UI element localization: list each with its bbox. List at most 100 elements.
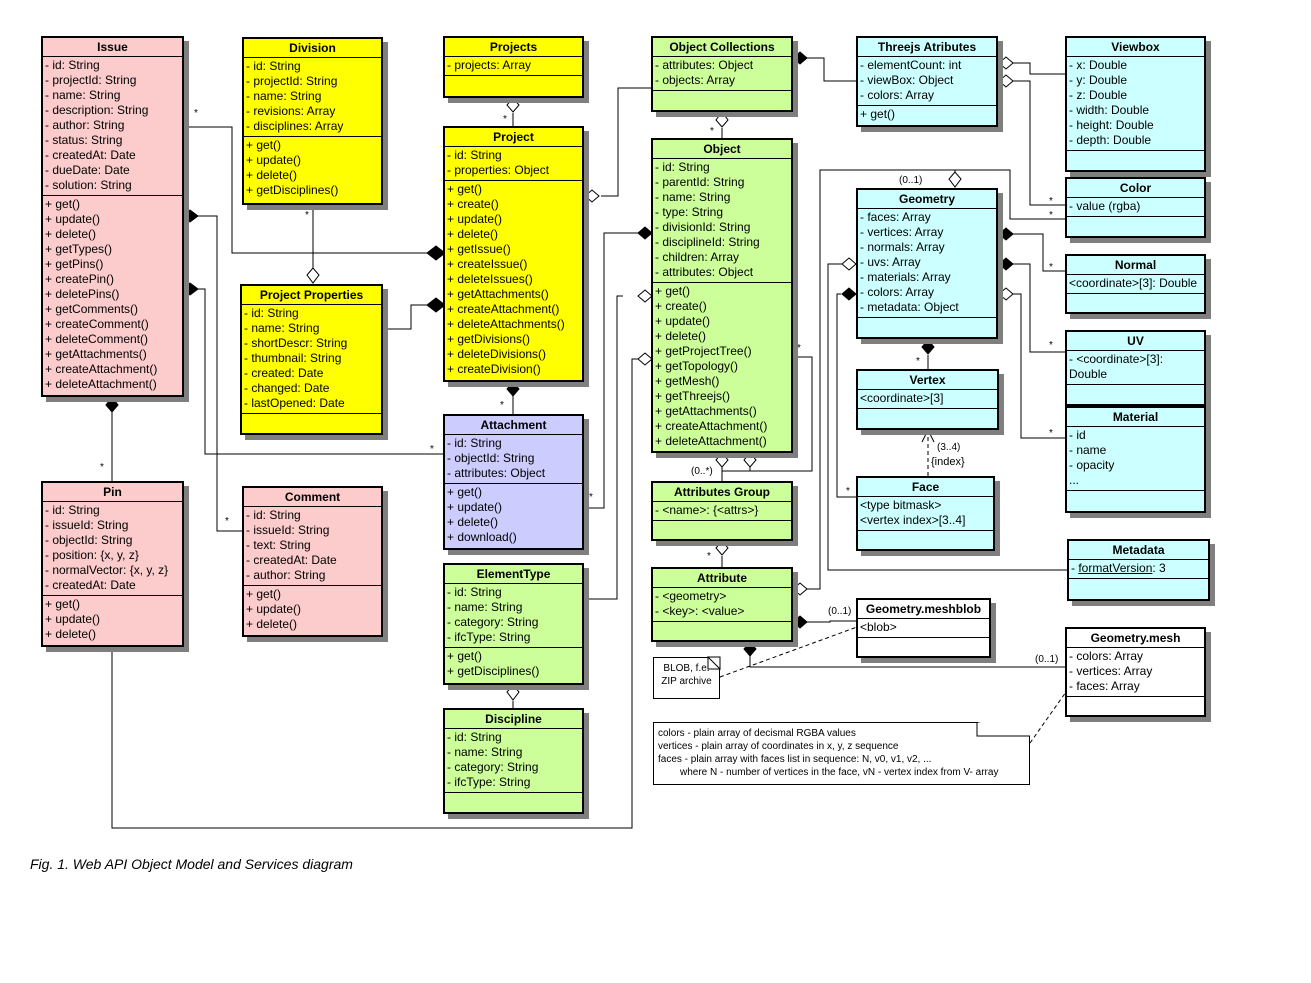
operation: + delete() (447, 227, 499, 241)
class-object-collections[interactable]: Object Collections - attributes: Object … (651, 36, 793, 112)
class-attributes-group[interactable]: Attributes Group - <name>: {<attrs>} (651, 481, 793, 541)
class-attachment[interactable]: Attachment - id: String - objectId: Stri… (443, 414, 584, 550)
diamond-object-elementtype (637, 289, 653, 303)
line-threejs-color (1013, 80, 1066, 206)
mult-label: * (225, 516, 229, 527)
class-title: Attributes Group (653, 483, 791, 502)
operation: + deleteComment() (45, 332, 149, 346)
operation: + get() (45, 597, 81, 611)
class-project-properties[interactable]: Project Properties - id: String - name: … (240, 284, 383, 435)
line-issue-comment (195, 215, 243, 532)
attribute: - disciplineId: String (655, 235, 760, 249)
attribute: - ifcType: String (447, 775, 531, 789)
operation: + createDivision() (447, 362, 541, 376)
operation: + getDisciplines() (447, 664, 540, 678)
mult-label: * (1049, 210, 1053, 221)
operation: + deleteAttachment() (45, 377, 157, 391)
class-threejs-attributes[interactable]: Threejs Atributes - elementCount: int - … (856, 36, 998, 127)
class-face[interactable]: Face <type bitmask> <vertex index>[3..4] (856, 476, 995, 551)
class-uv[interactable]: UV - <coordinate>[3]: Double (1065, 330, 1206, 406)
operation: + get() (447, 485, 483, 499)
attribute: - parentId: String (655, 175, 745, 189)
attribute: - id: String (246, 59, 301, 73)
attribute: - name: String (447, 745, 523, 759)
attribute: - metadata: Object (860, 300, 959, 314)
line-geometry-normal (1013, 233, 1066, 272)
attribute: - name: String (447, 600, 523, 614)
class-discipline[interactable]: Discipline - id: String - name: String -… (443, 708, 584, 814)
class-title: Discipline (445, 710, 582, 729)
class-comment[interactable]: Comment - id: String - issueId: String -… (242, 486, 383, 637)
attribute: - name: String (246, 89, 322, 103)
attribute: - <name>: {<attrs>} (655, 503, 759, 517)
diamond-attrgroup-attribute (715, 540, 729, 556)
class-attribute[interactable]: Attribute - <geometry> - <key>: <value> (651, 567, 793, 642)
line-attribute-mesh (749, 656, 1066, 668)
mult-label: * (589, 492, 593, 503)
line-geometry-color (955, 169, 1066, 220)
class-viewbox[interactable]: Viewbox - x: Double - y: Double - z: Dou… (1065, 36, 1206, 172)
operation: + get() (246, 587, 282, 601)
operation: + update() (655, 314, 711, 328)
operations-section (242, 414, 381, 417)
operations-section (1067, 294, 1204, 297)
attribute: <blob> (860, 620, 897, 634)
attribute: - id: String (45, 503, 100, 517)
operation: + deleteDivisions() (447, 347, 547, 361)
diamond-issue-pin (105, 396, 119, 413)
class-color[interactable]: Color - value (rgba) (1065, 177, 1206, 238)
attributes-section: - <name>: {<attrs>} (653, 502, 791, 521)
operation: + getDisciplines() (246, 183, 339, 197)
operation: + get() (246, 138, 282, 152)
operation: + get() (447, 182, 483, 196)
line-elementtype-object (585, 295, 623, 600)
class-object[interactable]: Object - id: String - parentId: String -… (651, 138, 793, 453)
operation: + getTopology() (655, 359, 739, 373)
attribute: - thumbnail: String (244, 351, 342, 365)
operation: + deleteAttachment() (655, 434, 767, 448)
operation: + getTypes() (45, 242, 113, 256)
class-vertex[interactable]: Vertex <coordinate>[3] (856, 369, 999, 430)
operations-section: + get() + update() + delete() + getTypes… (43, 196, 182, 394)
class-issue[interactable]: Issue - id: String - projectId: String -… (41, 36, 184, 397)
class-title: Vertex (858, 371, 997, 390)
operation: + createAttachment() (447, 302, 560, 316)
mult-label: * (1049, 428, 1053, 439)
operations-section: + get() + update() + delete() + getDisci… (244, 137, 381, 200)
class-projects[interactable]: Projects - projects: Array (443, 36, 584, 98)
operations-section (1067, 151, 1204, 154)
diamond-issue-attachment (183, 282, 199, 296)
attribute: - y: Double (1069, 73, 1128, 87)
operation: + getAttachments() (45, 347, 147, 361)
operations-section (1067, 217, 1204, 220)
diamond-geometry-metadata (841, 257, 857, 271)
operation: + delete() (447, 515, 499, 529)
attribute: - divisionId: String (655, 220, 751, 234)
diamond-project-attachment (506, 381, 520, 397)
class-division[interactable]: Division - id: String - projectId: Strin… (242, 37, 383, 205)
diamond-object-attachment (637, 226, 653, 240)
class-normal[interactable]: Normal <coordinate>[3]: Double (1065, 254, 1206, 314)
class-geometry-meshblob[interactable]: Geometry.meshblob <blob> (856, 598, 991, 658)
attribute: - issueId: String (246, 523, 330, 537)
operation: + getAttachments() (655, 404, 757, 418)
class-title: Project Properties (242, 286, 381, 305)
attribute: - description: String (45, 103, 149, 117)
class-geometry-mesh[interactable]: Geometry.mesh - colors: Array - vertices… (1065, 627, 1206, 717)
attribute: - viewBox: Object (860, 73, 954, 87)
class-element-type[interactable]: ElementType - id: String - name: String … (443, 563, 584, 685)
attribute: - lastOpened: Date (244, 396, 345, 410)
class-title: Issue (43, 38, 182, 57)
attribute: - uvs: Array (860, 255, 921, 269)
attribute: - solution: String (45, 178, 132, 192)
class-pin[interactable]: Pin - id: String - issueId: String - obj… (41, 481, 184, 647)
class-geometry[interactable]: Geometry - faces: Array - vertices: Arra… (856, 188, 998, 339)
note-blob-link (719, 626, 858, 678)
mult-label: * (710, 126, 714, 137)
attribute: - id: String (447, 148, 502, 162)
class-project[interactable]: Project - id: String - properties: Objec… (443, 126, 584, 382)
attribute: - width: Double (1069, 103, 1150, 117)
class-metadata[interactable]: Metadata - formatVersion: 3 (1067, 539, 1210, 601)
class-material[interactable]: Material - id - name - opacity ... (1065, 406, 1206, 513)
